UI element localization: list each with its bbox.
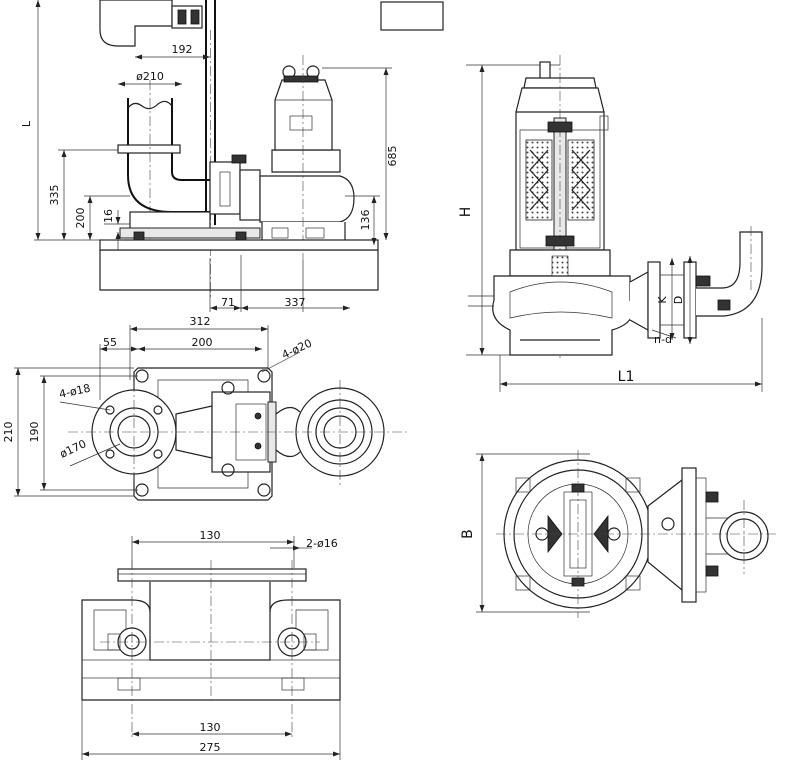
dim-335: 335 [48, 185, 61, 206]
dim-685: 685 [386, 146, 399, 167]
installation-top-view: 312 55 200 [2, 315, 410, 501]
dim-L: L [20, 120, 33, 127]
installation-side-view: L 192 ø210 685 335 200 16 136 71 337 [20, 0, 444, 312]
dim-130-top: 130 [200, 529, 221, 542]
dim-B: B [460, 529, 476, 539]
dim-55: 55 [103, 336, 117, 349]
dim-312: 312 [190, 315, 211, 328]
label-4-holes-20: 4-ø20 [280, 337, 314, 362]
dim-275: 275 [200, 741, 221, 754]
label-dia-170: ø170 [58, 437, 89, 461]
pump-section-view: H [458, 55, 763, 392]
base-front-view: 130 2-ø16 130 275 [81, 529, 341, 760]
dim-K: K [656, 296, 669, 304]
dim-130-bottom: 130 [200, 721, 221, 734]
label-2-holes-16: 2-ø16 [306, 537, 338, 550]
dim-337: 337 [285, 296, 306, 309]
dim-71: 71 [221, 296, 235, 309]
dim-190: 190 [28, 422, 41, 443]
dim-192: 192 [172, 43, 193, 56]
dim-210-dia: ø210 [136, 70, 164, 83]
pump-plan-view: B [460, 450, 776, 618]
dim-D: D [672, 296, 685, 304]
label-n-d: n-d [654, 333, 672, 346]
dim-16: 16 [102, 209, 115, 223]
dim-H: H [458, 207, 474, 218]
label-4-holes-18: 4-ø18 [58, 382, 92, 401]
dim-136: 136 [359, 210, 372, 231]
dim-L1: L1 [618, 369, 635, 385]
dim-200-vertical: 200 [74, 208, 87, 229]
dim-210: 210 [2, 422, 15, 443]
dim-200-horizontal: 200 [192, 336, 213, 349]
